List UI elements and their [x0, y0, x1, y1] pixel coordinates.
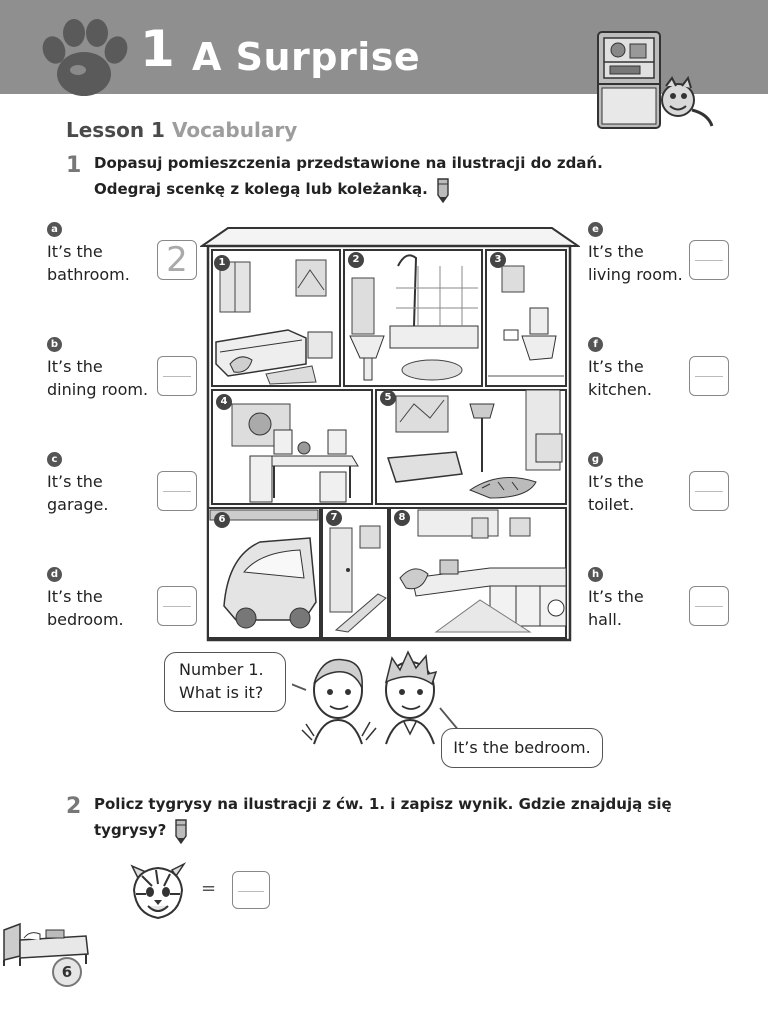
- option-a-line1: It’s the: [47, 242, 103, 261]
- exercise-1-instruction-line2: Odegraj scenkę z kolegą lub koleżanką.: [94, 176, 603, 203]
- answer-a-value: 2: [166, 240, 188, 280]
- room-number-5: 5: [380, 390, 396, 406]
- paw-icon: [42, 19, 128, 96]
- option-h-line2: hall.: [588, 610, 622, 629]
- lesson-topic: Vocabulary: [171, 118, 298, 142]
- answer-box-b[interactable]: [157, 356, 197, 396]
- pencil-icon: [175, 818, 187, 844]
- option-b-line2: dining room.: [47, 380, 149, 399]
- option-a-line2: bathroom.: [47, 265, 130, 284]
- unit-title: A Surprise: [192, 35, 421, 79]
- unit-number: 1: [140, 20, 175, 78]
- option-b-letter: b: [47, 337, 62, 352]
- option-e-line2: living room.: [588, 265, 683, 284]
- option-f: f It’s the kitchen.: [588, 337, 738, 401]
- answer-box-c[interactable]: [157, 471, 197, 511]
- room-number-1: 1: [214, 255, 230, 271]
- room-number-7: 7: [326, 510, 342, 526]
- option-d: d It’s the bedroom.: [47, 567, 197, 631]
- tiger-count-value: [233, 872, 269, 908]
- exercise-2-line2-text: tygrysy?: [94, 821, 167, 839]
- option-b-line1: It’s the: [47, 357, 103, 376]
- lesson-number: Lesson 1: [66, 118, 165, 142]
- option-b: b It’s the dining room.: [47, 337, 197, 401]
- answer-box-a[interactable]: 2: [157, 240, 197, 280]
- option-g-letter: g: [588, 452, 603, 467]
- bed-icon: [3, 922, 89, 966]
- option-e: e It’s the living room.: [588, 222, 738, 286]
- exercise-1-instruction: Dopasuj pomieszczenia przedstawione na i…: [94, 150, 603, 203]
- exercise-2-instruction-line1: Policz tygrysy na ilustracji z ćw. 1. i …: [94, 795, 672, 813]
- fridge-icon: [597, 31, 714, 129]
- option-e-line1: It’s the: [588, 242, 644, 261]
- speech-bubble-question: Number 1. What is it?: [164, 652, 286, 712]
- instruction-line2-text: Odegraj scenkę z kolegą lub koleżanką.: [94, 180, 428, 198]
- exercise-2-number: 2: [66, 794, 82, 819]
- option-e-letter: e: [588, 222, 603, 237]
- option-g-line1: It’s the: [588, 472, 644, 491]
- house-drawing: [198, 227, 582, 642]
- room-number-2: 2: [348, 252, 364, 268]
- kids-illustration: [292, 650, 461, 745]
- room-number-3: 3: [490, 252, 506, 268]
- answer-box-f[interactable]: [689, 356, 729, 396]
- answer-box-d[interactable]: [157, 586, 197, 626]
- answer-box-g[interactable]: [689, 471, 729, 511]
- bubble-question-line2: What is it?: [179, 683, 264, 702]
- exercise-2-instruction: Policz tygrysy na ilustracji z ćw. 1. i …: [94, 791, 672, 844]
- option-g: g It’s the toilet.: [588, 452, 738, 516]
- room-number-8: 8: [394, 510, 410, 526]
- option-g-line2: toilet.: [588, 495, 635, 514]
- option-h-line1: It’s the: [588, 587, 644, 606]
- option-f-line1: It’s the: [588, 357, 644, 376]
- speech-bubble-answer: It’s the bedroom.: [441, 728, 603, 768]
- exercise-2-instruction-line2: tygrysy?: [94, 817, 672, 844]
- lesson-heading: Lesson 1 Vocabulary: [66, 120, 297, 140]
- option-c-line2: garage.: [47, 495, 109, 514]
- option-a-letter: a: [47, 222, 62, 237]
- option-d-letter: d: [47, 567, 62, 582]
- tiger-head-icon: [130, 862, 187, 920]
- house-illustration: 1 2 3 4 5 6 7 8: [198, 226, 582, 642]
- option-f-line2: kitchen.: [588, 380, 652, 399]
- option-f-letter: f: [588, 337, 603, 352]
- option-c-line1: It’s the: [47, 472, 103, 491]
- option-d-line1: It’s the: [47, 587, 103, 606]
- answer-box-h[interactable]: [689, 586, 729, 626]
- option-a: a It’s the bathroom.: [47, 222, 197, 286]
- option-h-letter: h: [588, 567, 603, 582]
- option-c: c It’s the garage.: [47, 452, 197, 516]
- exercise-1-instruction-line1: Dopasuj pomieszczenia przedstawione na i…: [94, 154, 603, 172]
- option-c-letter: c: [47, 452, 62, 467]
- page-number: 6: [52, 957, 82, 987]
- exercise-1-number: 1: [66, 153, 82, 178]
- option-d-line2: bedroom.: [47, 610, 124, 629]
- tiger-count-box[interactable]: [232, 871, 270, 909]
- answer-box-e[interactable]: [689, 240, 729, 280]
- equals-sign: =: [201, 878, 217, 899]
- room-number-4: 4: [216, 394, 232, 410]
- bubble-question-line1: Number 1.: [179, 660, 264, 679]
- room-number-6: 6: [214, 512, 230, 528]
- option-h: h It’s the hall.: [588, 567, 738, 631]
- pencil-icon: [437, 177, 449, 203]
